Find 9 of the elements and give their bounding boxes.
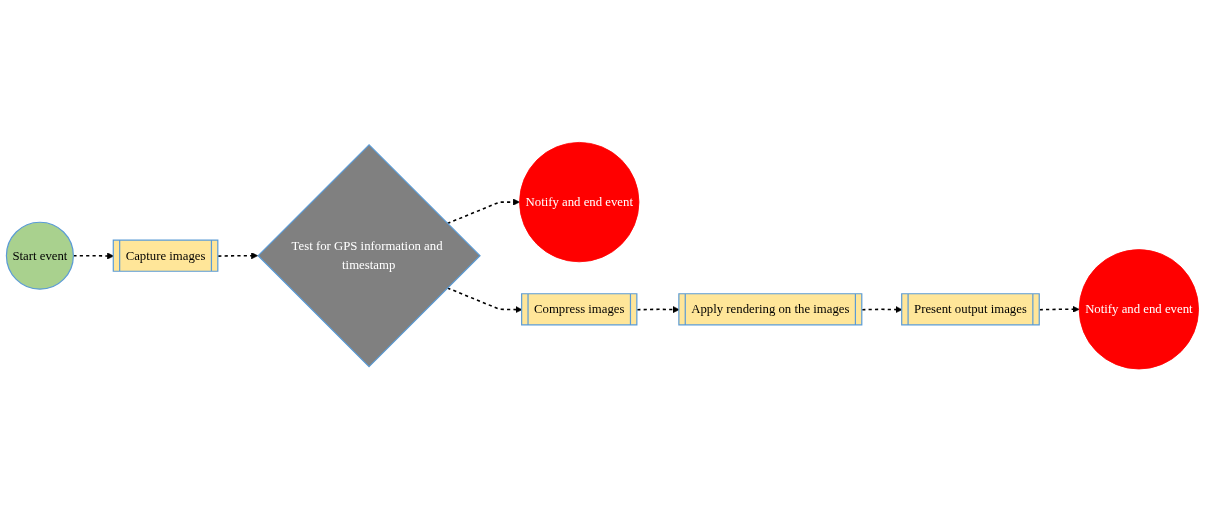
arrow bbox=[636, 306, 680, 314]
arrow bbox=[446, 198, 520, 225]
node-diamond: Test for GPS information and timestamp bbox=[257, 144, 481, 368]
arrow bbox=[861, 306, 903, 314]
arrow bbox=[217, 252, 259, 260]
node-circle: Notify and end event bbox=[1078, 249, 1199, 370]
arrow bbox=[1038, 306, 1080, 314]
node-circle: Start event bbox=[5, 221, 74, 291]
node-circle: Notify and end event bbox=[519, 142, 640, 263]
